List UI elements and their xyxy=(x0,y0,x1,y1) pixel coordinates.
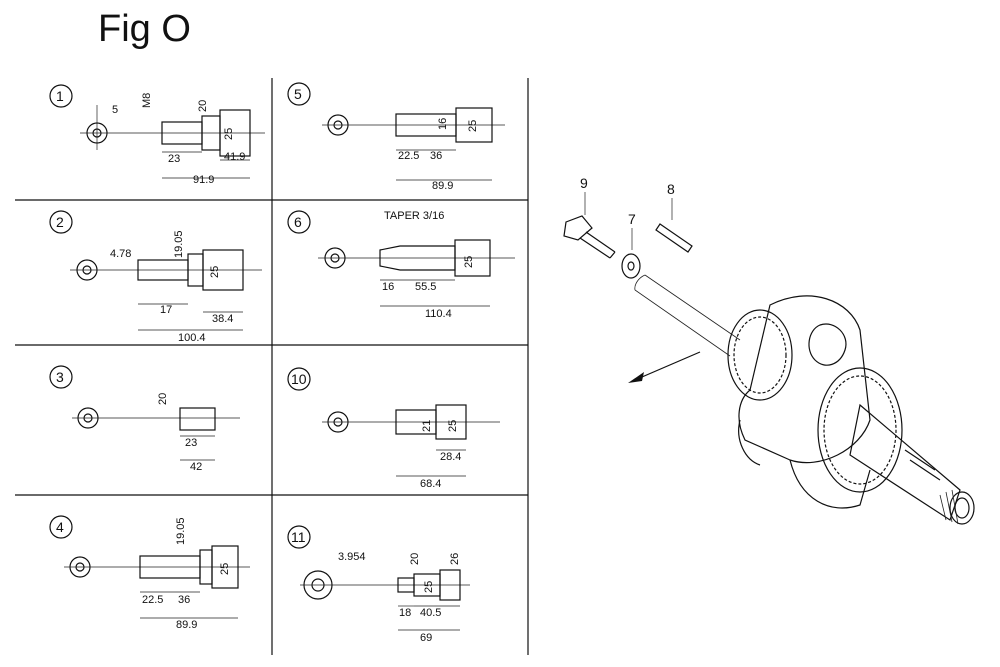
dim-label: 17 xyxy=(160,304,172,316)
variant-number-badge xyxy=(287,367,311,391)
dim-label: 5 xyxy=(112,104,118,116)
dim-label: 22.5 xyxy=(142,594,163,606)
crankshaft-assembly: 9 7 8 xyxy=(563,175,975,525)
dim-label: 26 xyxy=(449,553,461,565)
variant-number-badge xyxy=(287,82,311,106)
dim-label: 25 xyxy=(467,120,479,132)
variant-number: 10 xyxy=(291,371,307,387)
dim-label: 100.4 xyxy=(178,332,206,344)
dim-label: 110.4 xyxy=(425,308,452,320)
dim-label: 25 xyxy=(447,420,459,432)
dim-label: 40.5 xyxy=(420,607,441,619)
variant-number-badge xyxy=(49,515,73,539)
dim-label: M8 xyxy=(141,93,153,108)
direction-arrow-icon xyxy=(628,351,701,383)
variant-number: 3 xyxy=(56,369,64,385)
variant-number: 4 xyxy=(56,519,64,535)
part-callout: 9 xyxy=(580,175,588,191)
dim-label: 55.5 xyxy=(415,281,436,293)
variant-number-badge xyxy=(49,365,73,389)
dim-label: 89.9 xyxy=(176,619,197,631)
variant-4: 4 19.05 25 22.5 36 89.9 xyxy=(49,515,250,631)
dim-label: 22.5 xyxy=(398,150,419,162)
dim-label: 68.4 xyxy=(420,478,441,490)
dim-label: 25 xyxy=(219,563,231,575)
variant-10: 10 21 25 28.4 68.4 xyxy=(287,367,500,490)
dim-label: 19.05 xyxy=(173,230,185,258)
dim-label: 25 xyxy=(463,256,475,268)
variant-number-badge xyxy=(49,84,73,108)
dim-label: 21 xyxy=(421,420,433,432)
taper-label: TAPER 3/16 xyxy=(384,210,444,222)
dim-label: 18 xyxy=(399,607,411,619)
dim-label: 20 xyxy=(197,100,209,112)
variant-number-badge xyxy=(287,525,311,549)
variant-number: 1 xyxy=(56,88,64,104)
dim-label: 23 xyxy=(168,153,180,165)
dim-label: 36 xyxy=(430,150,442,162)
dim-label: 25 xyxy=(209,266,221,278)
variant-number: 2 xyxy=(56,214,64,230)
figure-title: Fig O xyxy=(98,8,191,50)
variant-6: 6 TAPER 3/16 25 16 55.5 110.4 xyxy=(287,210,515,320)
dim-label: 89.9 xyxy=(432,180,453,192)
dim-label: 20 xyxy=(409,553,421,565)
dim-label: 3.954 xyxy=(338,551,366,563)
variant-number: 11 xyxy=(291,529,306,545)
dim-label: 42 xyxy=(190,461,202,473)
variant-1: 1 5 M8 20 25 23 41.9 91.9 xyxy=(49,84,265,186)
dim-label: 69 xyxy=(420,632,432,644)
washer-icon xyxy=(621,253,641,279)
dim-label: 4.78 xyxy=(110,248,131,260)
variant-grid xyxy=(15,78,529,655)
part-callout: 7 xyxy=(628,211,636,227)
part-callout: 8 xyxy=(667,181,675,197)
variant-5: 5 16 25 22.5 36 89.9 xyxy=(287,82,505,192)
dim-label: 19.05 xyxy=(175,517,187,545)
variant-number: 6 xyxy=(294,214,302,230)
dim-label: 25 xyxy=(223,128,235,140)
bolt-icon xyxy=(563,215,616,259)
key-icon xyxy=(655,223,693,253)
dim-label: 23 xyxy=(185,437,197,449)
variant-number: 5 xyxy=(294,86,302,102)
dim-label: 36 xyxy=(178,594,190,606)
variant-number-badge xyxy=(49,210,73,234)
variant-11: 11 3.954 20 26 25 18 40.5 69 xyxy=(287,525,470,644)
variant-2: 2 4.78 19.05 25 17 38.4 100.4 xyxy=(49,210,262,344)
dim-label: 38.4 xyxy=(212,313,233,325)
dim-label: 16 xyxy=(437,118,449,130)
variant-3: 3 20 23 42 xyxy=(49,365,240,473)
dim-label: 41.9 xyxy=(224,151,245,163)
variant-number-badge xyxy=(287,210,311,234)
dim-label: 16 xyxy=(382,281,394,293)
dim-label: 20 xyxy=(157,393,169,405)
dim-label: 91.9 xyxy=(193,174,214,186)
dim-label: 28.4 xyxy=(440,451,461,463)
dim-label: 25 xyxy=(423,581,435,593)
